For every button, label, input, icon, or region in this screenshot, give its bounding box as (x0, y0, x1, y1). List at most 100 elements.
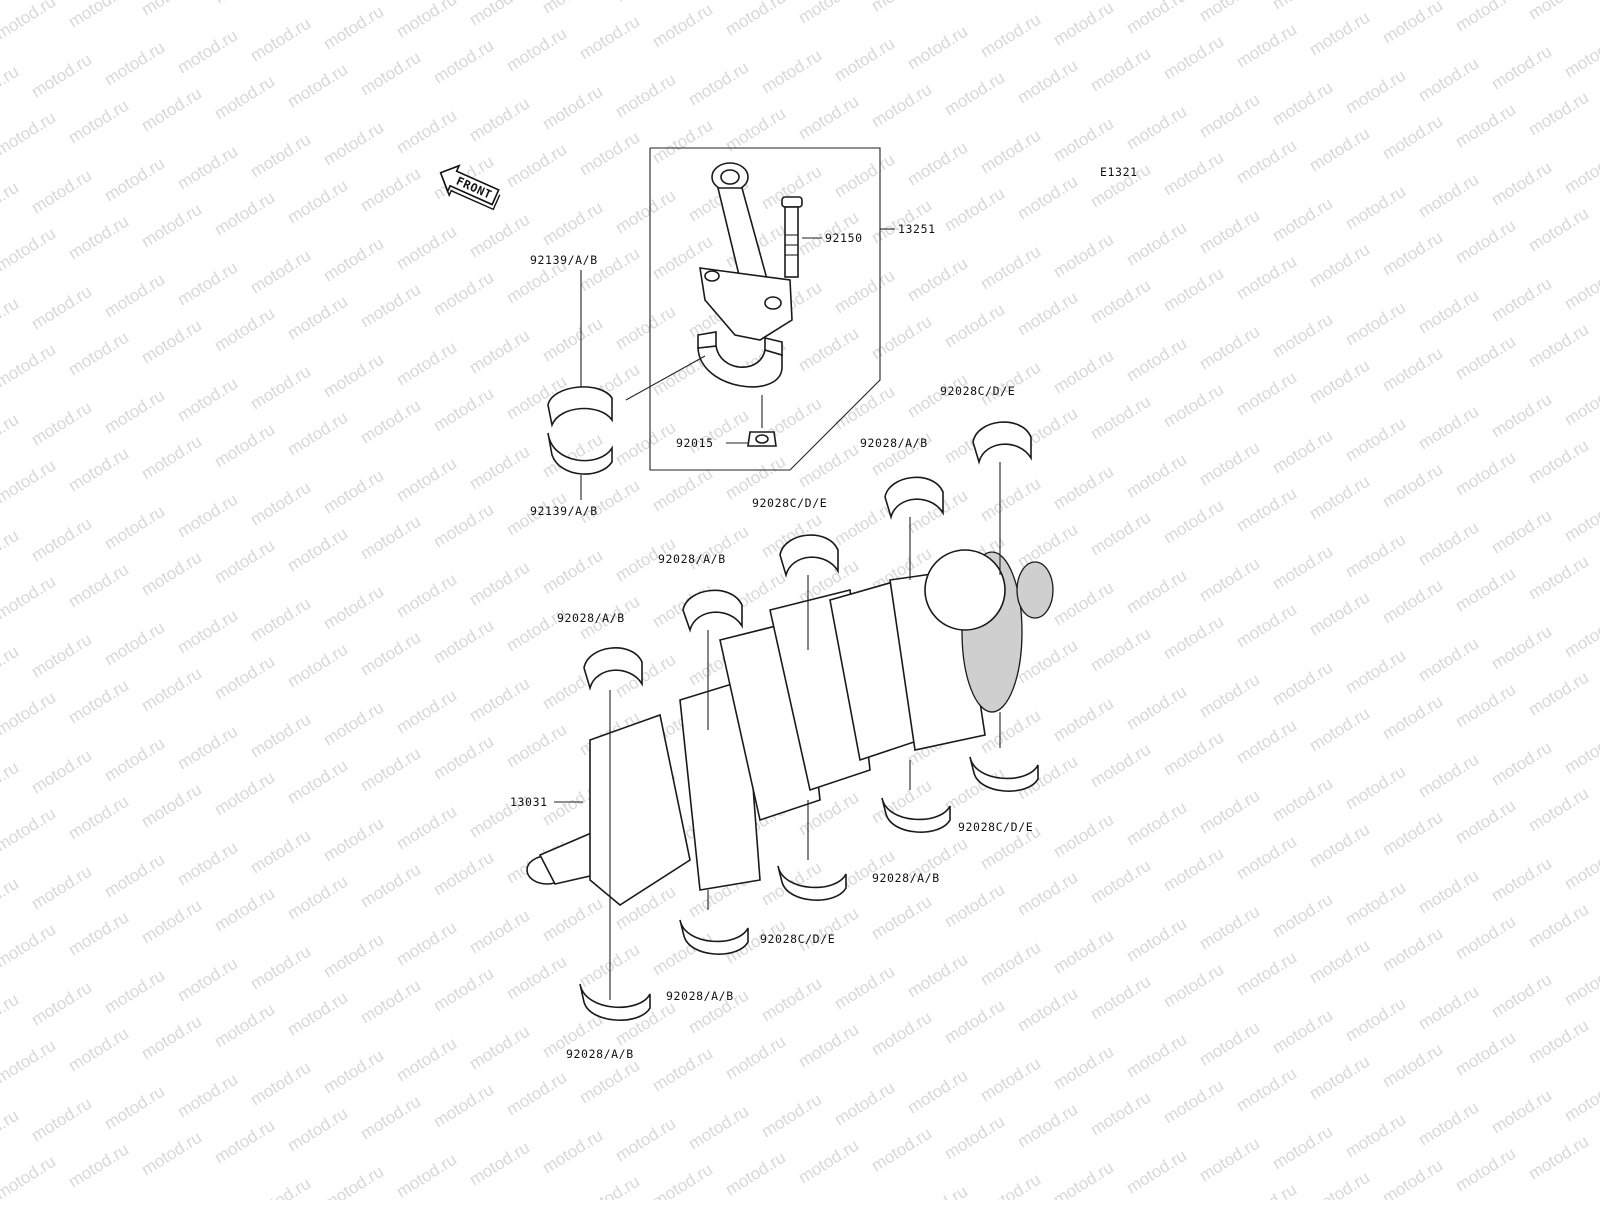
watermark-text: motod.ru (649, 464, 716, 516)
watermark-text: motod.ru (722, 1032, 789, 1084)
watermark-text: motod.ru (284, 872, 351, 924)
watermark-text: motod.ru (430, 732, 497, 784)
watermark-text: motod.ru (138, 432, 205, 484)
watermark-text: motod.ru (0, 456, 59, 508)
watermark-text: motod.ru (284, 756, 351, 808)
watermark-text: motod.ru (1525, 1132, 1592, 1184)
watermark-text: motod.ru (1379, 0, 1446, 47)
watermark-text: motod.ru (28, 978, 95, 1030)
watermark-text: motod.ru (28, 746, 95, 798)
watermark-text: motod.ru (1269, 194, 1336, 246)
watermark-text: motod.ru (1050, 0, 1117, 49)
watermark-text: motod.ru (649, 1044, 716, 1096)
watermark-text: motod.ru (831, 266, 898, 318)
watermark-text: motod.ru (1160, 32, 1227, 84)
watermark-text: motod.ru (1087, 624, 1154, 676)
watermark-text: motod.ru (174, 606, 241, 658)
watermark-text: motod.ru (430, 500, 497, 552)
watermark-text: motod.ru (1342, 298, 1409, 350)
watermark-text: motod.ru (1196, 786, 1263, 838)
watermark-text: motod.ru (65, 96, 132, 148)
watermark-text: motod.ru (868, 0, 935, 15)
watermark-text: motod.ru (1561, 494, 1600, 546)
watermark-text: motod.ru (1306, 588, 1373, 640)
watermark-text: motod.ru (1306, 240, 1373, 292)
watermark-text: motod.ru (1160, 960, 1227, 1012)
watermark-text: motod.ru (649, 0, 716, 51)
watermark-text: motod.ru (1014, 56, 1081, 108)
watermark-text: motod.ru (576, 1056, 643, 1108)
watermark-text: motod.ru (211, 768, 278, 820)
watermark-text: motod.ru (28, 514, 95, 566)
watermark-text: motod.ru (0, 874, 22, 926)
watermark-text: motod.ru (612, 1114, 679, 1166)
watermark-text: motod.ru (393, 0, 460, 41)
watermark-text: motod.ru (576, 244, 643, 296)
watermark-text: motod.ru (503, 952, 570, 1004)
watermark-text: motod.ru (1452, 100, 1519, 152)
watermark-text: motod.ru (211, 0, 278, 7)
watermark-text: motod.ru (1123, 798, 1190, 850)
watermark-text: motod.ru (1306, 124, 1373, 176)
watermark-text: motod.ru (430, 964, 497, 1016)
watermark-text: motod.ru (320, 466, 387, 518)
watermark-text: motod.ru (211, 1000, 278, 1052)
watermark-text: motod.ru (612, 186, 679, 238)
watermark-text: motod.ru (320, 698, 387, 750)
watermark-text: motod.ru (1561, 842, 1600, 894)
watermark-text: motod.ru (284, 408, 351, 460)
watermark-text: motod.ru (1196, 206, 1263, 258)
watermark-text: motod.ru (539, 0, 606, 17)
main-bearing-10: 92028C/D/E (958, 712, 1039, 834)
watermark-text: motod.ru (1269, 1122, 1336, 1174)
watermark-text: motod.ru (1050, 694, 1117, 746)
watermark-text: motod.ru (831, 34, 898, 86)
watermark-text: motod.ru (247, 246, 314, 298)
watermark-text: motod.ru (357, 512, 424, 564)
watermark-text: motod.ru (0, 62, 22, 114)
watermark-text: motod.ru (0, 1106, 22, 1158)
watermark-text: motod.ru (1561, 146, 1600, 198)
main-bearing-4: 92028/A/B (860, 436, 944, 580)
watermark-text: motod.ru (1525, 784, 1592, 836)
label-92015: 92015 (676, 436, 714, 450)
watermark-text: motod.ru (941, 880, 1008, 932)
watermark-text: motod.ru (247, 942, 314, 994)
watermark-text: motod.ru (28, 630, 95, 682)
watermark-text: motod.ru (1379, 692, 1446, 744)
watermark-text: motod.ru (1452, 680, 1519, 732)
label-main-2: 92028/A/B (658, 552, 726, 566)
watermark-text: motod.ru (28, 1094, 95, 1146)
watermark-text: motod.ru (466, 442, 533, 494)
watermark-text: motod.ru (1160, 612, 1227, 664)
watermark-text: motod.ru (247, 14, 314, 66)
watermark-text: motod.ru (1525, 552, 1592, 604)
watermark-text: motod.ru (576, 476, 643, 528)
watermark-text: motod.ru (1123, 102, 1190, 154)
main-bearing-3: 92028C/D/E (752, 496, 839, 650)
watermark-text: motod.ru (1233, 368, 1300, 420)
watermark-text: motod.ru (1269, 0, 1336, 13)
watermark-text: motod.ru (1233, 252, 1300, 304)
watermark-text: motod.ru (539, 1126, 606, 1178)
watermark-text: motod.ru (1014, 868, 1081, 920)
watermark-text: motod.ru (1342, 414, 1409, 466)
watermark-text: motod.ru (1342, 878, 1409, 930)
watermark-text: motod.ru (1050, 1042, 1117, 1094)
watermark-text: motod.ru (1087, 740, 1154, 792)
watermark-text: motod.ru (1196, 1134, 1263, 1186)
watermark-text: motod.ru (393, 1150, 460, 1200)
watermark-text: motod.ru (466, 210, 533, 262)
watermark-text: motod.ru (1488, 274, 1555, 326)
watermark-text: motod.ru (1379, 576, 1446, 628)
watermark-text: motod.ru (685, 58, 752, 110)
watermark-text: motod.ru (1050, 114, 1117, 166)
watermark-text: motod.ru (1123, 566, 1190, 618)
watermark-text: motod.ru (28, 50, 95, 102)
watermark-text: motod.ru (1123, 1030, 1190, 1082)
label-92139-lower: 92139/A/B (530, 504, 598, 518)
watermark-text: motod.ru (1415, 1098, 1482, 1150)
watermark-text: motod.ru (393, 222, 460, 274)
watermark-text: motod.ru (1160, 844, 1227, 896)
watermark-text: motod.ru (1342, 762, 1409, 814)
